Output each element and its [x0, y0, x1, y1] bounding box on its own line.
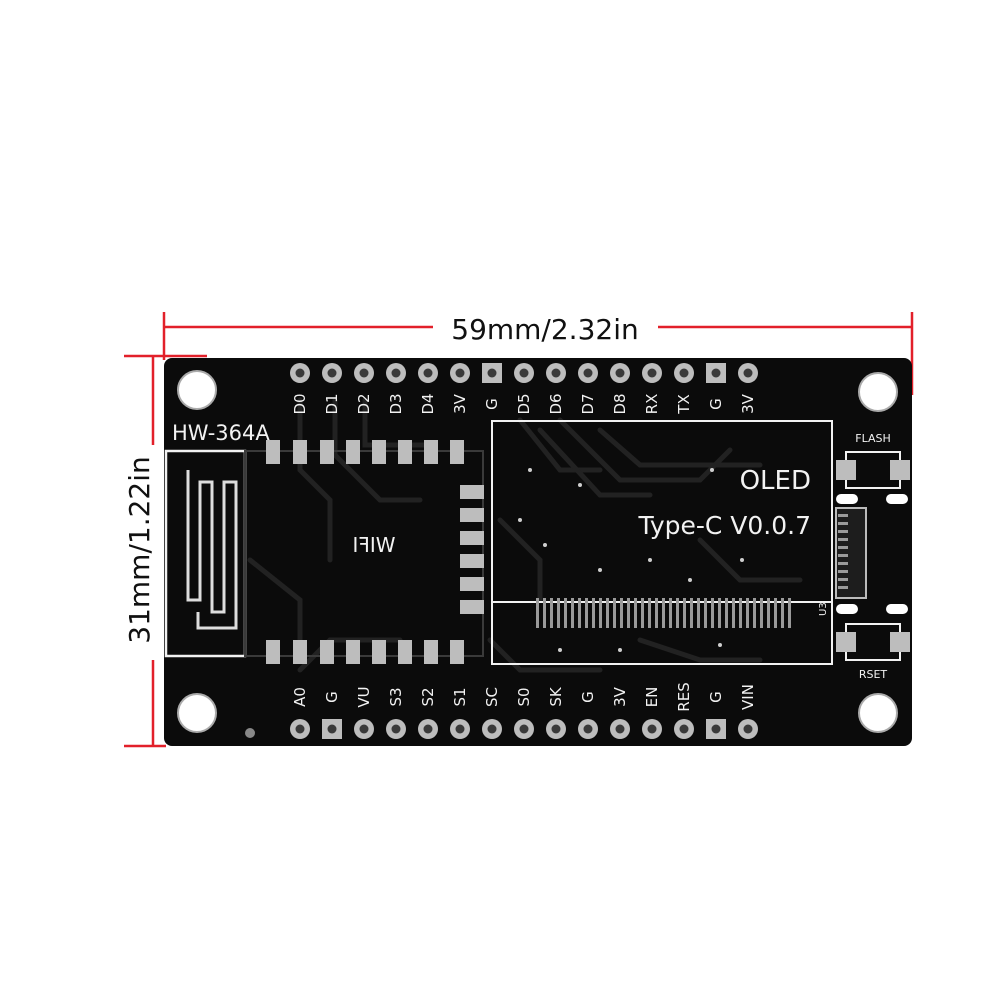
pin-label: G	[323, 691, 341, 703]
pin-label: D6	[547, 393, 565, 414]
model-label: HW-364A	[172, 421, 270, 445]
pin-label: G	[579, 691, 597, 703]
oled-label: OLED	[740, 466, 811, 496]
oled-connector-pins	[536, 598, 791, 628]
mounting-holes	[177, 370, 898, 738]
pin-label: EN	[643, 687, 661, 708]
pin-label: 3V	[739, 393, 757, 414]
mounting-hole	[858, 372, 898, 412]
pin-label: A0	[291, 687, 309, 707]
pin-label: D3	[387, 393, 405, 414]
pin-label: D7	[579, 393, 597, 414]
pin-label: G	[707, 398, 725, 410]
pin-label: D1	[323, 393, 341, 414]
width-dimension: 59mm/2.32in	[162, 312, 914, 395]
pin-label: 3V	[611, 686, 629, 707]
header-pin-hole	[487, 724, 497, 734]
fiducial	[245, 728, 255, 738]
wifi-label: WIFI	[352, 533, 395, 557]
pcb-board: HW-364A	[164, 358, 912, 746]
oled-outline	[491, 420, 833, 665]
pin-label: D2	[355, 393, 373, 414]
header-pin-hole	[391, 368, 401, 378]
esp-module: WIFI	[244, 440, 484, 664]
header-pin-hole	[711, 724, 721, 734]
flash-label: FLASH	[855, 432, 891, 445]
module-pads-right	[460, 485, 484, 614]
mounting-hole	[858, 693, 898, 733]
header-pin-hole	[743, 724, 753, 734]
header-pin-hole	[455, 368, 465, 378]
header-pin-hole	[615, 368, 625, 378]
width-dim-label: 59mm/2.32in	[451, 313, 638, 346]
bottom-pin-header: A0 G VU S3 S2 S1 SC S0 SK G 3V EN RES G VIN	[290, 682, 758, 739]
header-pin-hole	[551, 724, 561, 734]
module-outline	[244, 450, 484, 657]
header-pin-hole	[327, 368, 337, 378]
top-pin-header: D0 D1 D2 D3 D4 3V G D5 D6 D7 D8 RX TX G 3V	[290, 363, 758, 415]
pin-label: S2	[419, 687, 437, 706]
pin-label: G	[483, 398, 501, 410]
header-pin-hole	[327, 724, 337, 734]
header-pin-hole	[647, 368, 657, 378]
pin-label: D4	[419, 393, 437, 414]
reset-label: RSET	[859, 668, 888, 681]
header-pin-hole	[743, 368, 753, 378]
header-pin-hole	[583, 368, 593, 378]
usb-c-connector: U3	[818, 494, 908, 616]
pin-label: SK	[547, 686, 565, 707]
reset-button: RSET	[836, 623, 910, 681]
header-pin-hole	[711, 368, 721, 378]
header-pin-hole	[423, 368, 433, 378]
header-pin-hole	[455, 724, 465, 734]
mounting-hole	[177, 370, 217, 410]
header-pin-hole	[487, 368, 497, 378]
header-pin-hole	[295, 368, 305, 378]
flash-button: FLASH	[836, 432, 910, 489]
header-pin-hole	[391, 724, 401, 734]
pin-label: D0	[291, 393, 309, 414]
pin-label: 3V	[451, 393, 469, 414]
oled-area: OLED Type-C V0.0.7	[491, 420, 833, 665]
header-pin-hole	[679, 724, 689, 734]
header-pin-hole	[359, 724, 369, 734]
version-label: Type-C V0.0.7	[637, 511, 811, 540]
antenna-trace	[186, 470, 238, 630]
header-pin-hole	[519, 368, 529, 378]
header-pin-hole	[583, 724, 593, 734]
module-pads-bottom	[266, 640, 464, 664]
usb-c-body	[835, 507, 867, 599]
header-pin-hole	[295, 724, 305, 734]
pin-label: SC	[483, 687, 501, 707]
pin-label: RES	[675, 682, 693, 711]
pin-label: TX	[675, 394, 693, 414]
header-pin-hole	[679, 368, 689, 378]
pin-label: VIN	[739, 684, 757, 710]
height-dim-label: 31mm/1.22in	[123, 456, 156, 643]
pin-label: VU	[355, 686, 373, 707]
pin-label: S0	[515, 687, 533, 706]
u3-label: U3	[818, 602, 829, 616]
pin-label: S3	[387, 687, 405, 706]
pcb-body	[164, 358, 912, 746]
module-pads-top	[266, 440, 464, 464]
pin-label: D8	[611, 393, 629, 414]
pin-label: G	[707, 691, 725, 703]
pin-label: RX	[643, 394, 661, 415]
header-pin-hole	[615, 724, 625, 734]
header-pin-hole	[519, 724, 529, 734]
header-pin-hole	[551, 368, 561, 378]
pin-label: S1	[451, 687, 469, 706]
height-dimension: 31mm/1.22in	[123, 354, 207, 748]
mounting-hole	[177, 693, 217, 733]
header-pin-hole	[647, 724, 657, 734]
header-pin-hole	[359, 368, 369, 378]
header-pin-hole	[423, 724, 433, 734]
pin-label: D5	[515, 393, 533, 414]
via-dots	[518, 468, 744, 652]
